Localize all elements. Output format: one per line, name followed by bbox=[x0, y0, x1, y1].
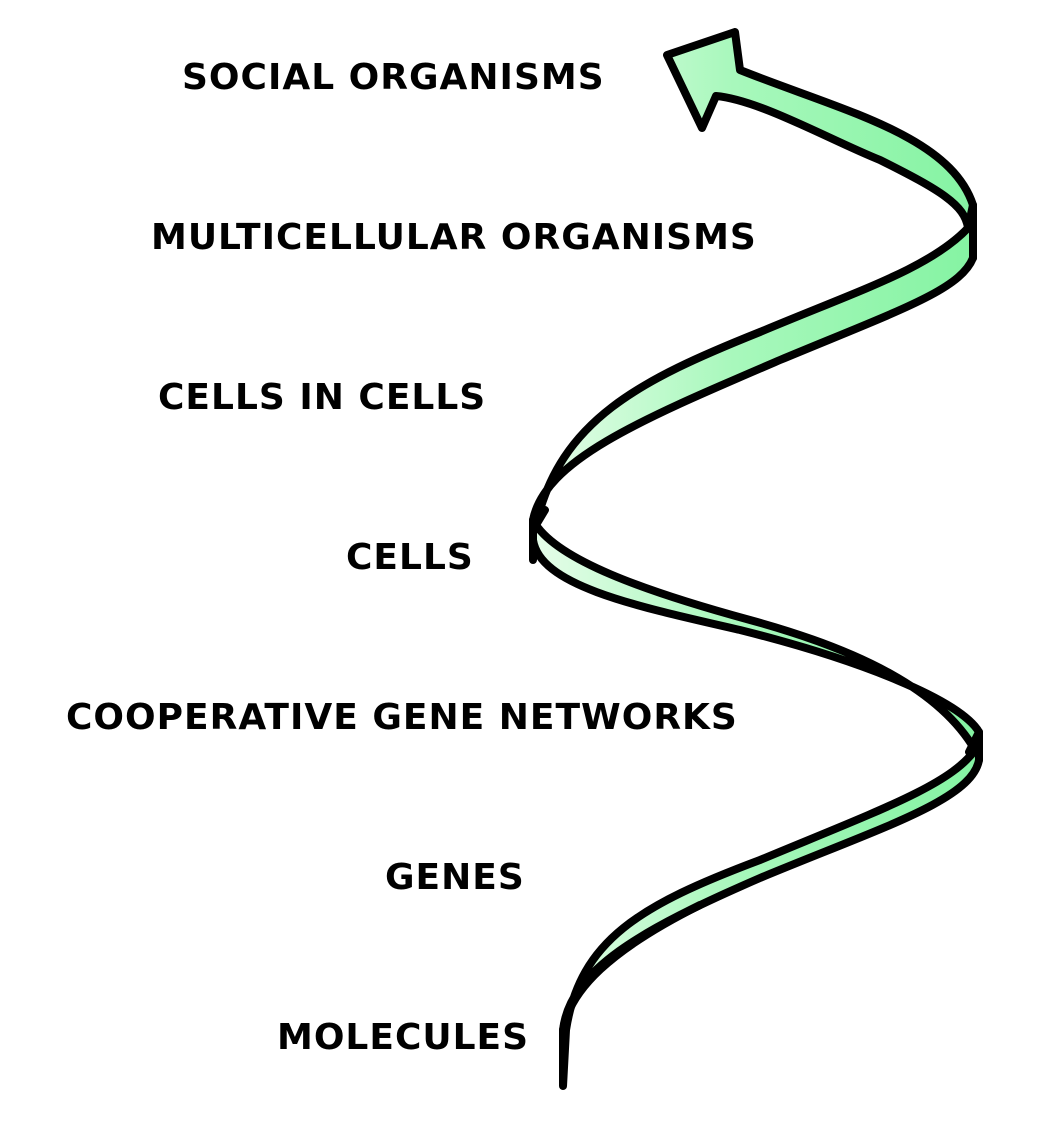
level-label-cooperative-gene-networks: COOPERATIVE GENE NETWORKS bbox=[66, 697, 738, 738]
ribbon-fold-edge-lower-right bbox=[965, 728, 983, 764]
ribbon-segment-lower bbox=[529, 28, 983, 1090]
level-label-multicellular-organisms: MULTICELLULAR ORGANISMS bbox=[151, 217, 757, 258]
level-label-genes: GENES bbox=[385, 857, 525, 898]
ribbon-fold-edge-upper-right bbox=[964, 201, 977, 262]
level-label-cells-in-cells: CELLS IN CELLS bbox=[158, 377, 487, 418]
level-label-molecules: MOLECULES bbox=[277, 1017, 530, 1058]
ribbon-fold-edge-bottom bbox=[559, 901, 704, 1034]
level-label-cells: CELLS bbox=[346, 537, 474, 578]
level-label-social-organisms: SOCIAL ORGANISMS bbox=[182, 57, 605, 98]
ribbon-fold-edge-middle bbox=[529, 506, 549, 564]
